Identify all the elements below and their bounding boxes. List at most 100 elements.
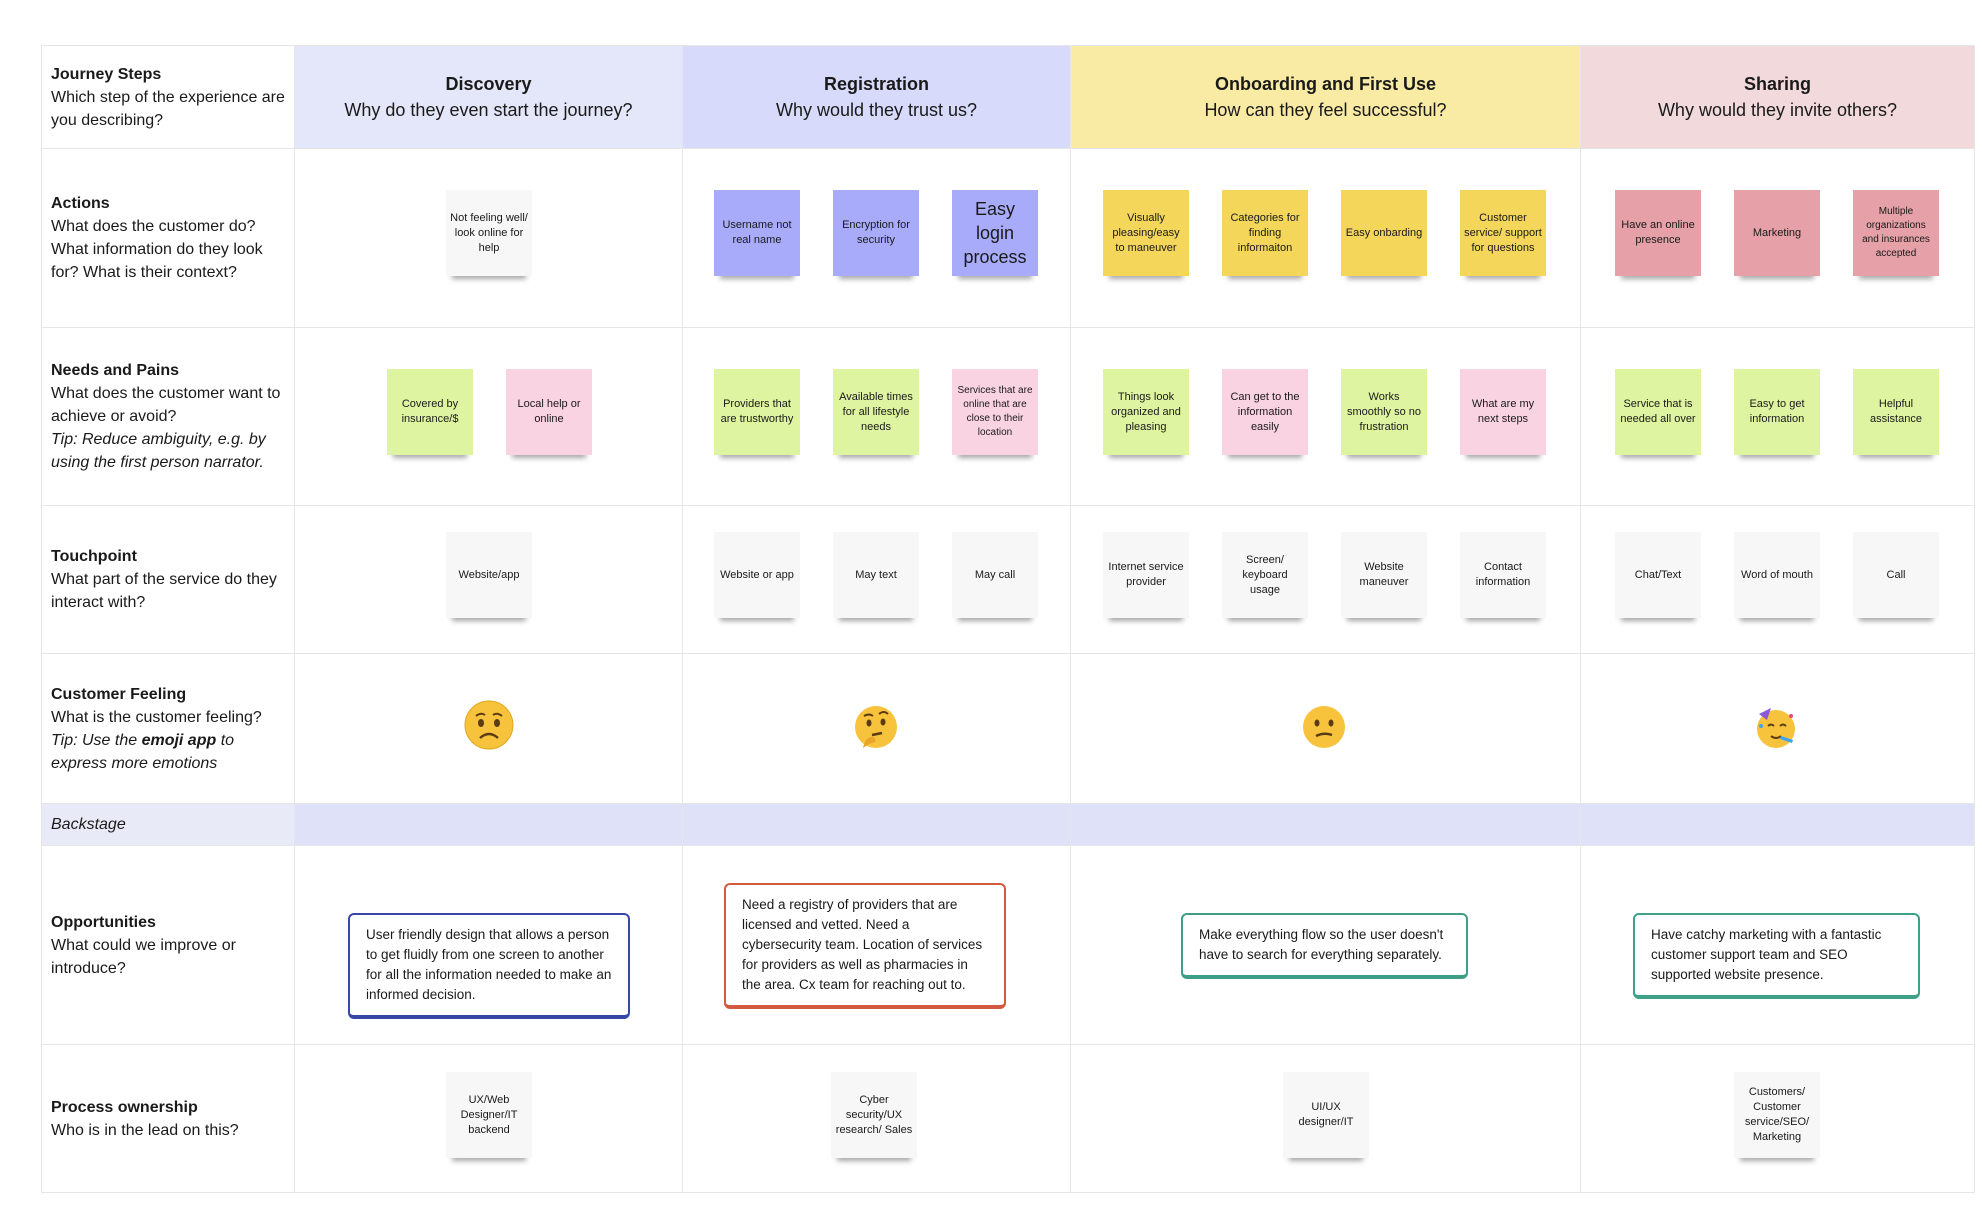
opportunity-cell-registration — [683, 846, 1071, 1044]
sticky-note[interactable]: Categories for finding informaiton — [1222, 190, 1308, 276]
row-title: Touchpoint — [51, 548, 137, 565]
row-title: Backstage — [51, 816, 126, 833]
sticky-note[interactable]: Word of mouth — [1734, 532, 1820, 618]
stage-question: How can they feel successful? — [1204, 100, 1447, 120]
opportunity-card[interactable]: User friendly design that allows a perso… — [348, 913, 630, 1019]
opportunity-card[interactable]: Need a registry of providers that are li… — [724, 883, 1006, 1009]
sticky-note[interactable]: May text — [833, 532, 919, 618]
tip-text: to express more emotions — [51, 731, 235, 772]
ownership-cell-sharing — [1581, 1045, 1975, 1192]
sticky-note[interactable]: Things look organized and pleasing — [1103, 369, 1189, 455]
sticky-note[interactable]: UX/Web Designer/IT backend — [446, 1072, 532, 1158]
opportunity-card[interactable]: Have catchy marketing with a fantastic c… — [1633, 913, 1920, 999]
row-description: What could we improve or introduce? — [51, 936, 236, 977]
partying-face-icon[interactable] — [1753, 704, 1799, 750]
sticky-note[interactable]: Website or app — [714, 532, 800, 618]
feeling-cell-discovery — [295, 654, 683, 803]
sticky-note[interactable]: Easy to get information — [1734, 369, 1820, 455]
sticky-note[interactable]: Website maneuver — [1341, 532, 1427, 618]
backstage-row: Backstage — [41, 804, 1975, 846]
row-label: Customer Feeling What is the customer fe… — [41, 654, 295, 803]
stage-title: Discovery — [445, 74, 532, 94]
sticky-note[interactable]: Screen/ keyboard usage — [1222, 532, 1308, 618]
worried-face-icon[interactable] — [463, 699, 515, 751]
sticky-note[interactable]: Services that are online that are close … — [952, 369, 1038, 455]
actions-cell-registration — [683, 149, 1071, 327]
sticky-note[interactable]: Providers that are trustworthy — [714, 369, 800, 455]
row-title: Opportunities — [51, 913, 156, 931]
touchpoint-cell-registration — [683, 506, 1071, 653]
actions-cell-sharing — [1581, 149, 1975, 327]
stage-header-onboarding[interactable]: Onboarding and First Use How can they fe… — [1071, 46, 1581, 148]
row-description: What does the customer do? What informat… — [51, 218, 263, 281]
sticky-note[interactable]: Works smoothly so no frustration — [1341, 369, 1427, 455]
row-label: Actions What does the customer do? What … — [41, 149, 295, 327]
sticky-note[interactable]: Chat/Text — [1615, 532, 1701, 618]
sticky-note[interactable]: May call — [952, 532, 1038, 618]
sticky-note[interactable]: Not feeling well/ look online for help — [446, 190, 532, 276]
sticky-note[interactable]: Can get to the information easily — [1222, 369, 1308, 455]
row-label: Opportunities What could we improve or i… — [41, 846, 295, 1044]
sticky-note[interactable]: Website/app — [446, 532, 532, 618]
process-ownership-row: Process ownership Who is in the lead on … — [41, 1045, 1975, 1193]
sticky-note[interactable]: Contact information — [1460, 532, 1546, 618]
sticky-note[interactable]: Encryption for security — [833, 190, 919, 276]
sticky-note[interactable]: What are my next steps — [1460, 369, 1546, 455]
sticky-note[interactable]: Helpful assistance — [1853, 369, 1939, 455]
stage-title: Registration — [823, 74, 929, 94]
stage-question: Why would they invite others? — [1657, 100, 1898, 120]
row-title: Journey Steps — [51, 65, 162, 83]
actions-cell-onboarding — [1071, 149, 1581, 327]
thinking-face-icon[interactable] — [853, 704, 899, 750]
stage-question: Why do they even start the journey? — [344, 100, 633, 120]
sticky-note[interactable]: Internet service provider — [1103, 532, 1189, 618]
ownership-cell-registration — [683, 1045, 1071, 1192]
sticky-note[interactable]: Available times for all lifestyle needs — [833, 369, 919, 455]
sticky-note[interactable]: Have an online presence — [1615, 190, 1701, 276]
sticky-note[interactable]: Service that is needed all over — [1615, 369, 1701, 455]
sticky-note[interactable]: Easy login process — [952, 190, 1038, 276]
emoji-app-link[interactable]: emoji app — [141, 731, 217, 749]
opportunity-cell-onboarding — [1071, 846, 1581, 1044]
row-description: What part of the service do they interac… — [51, 571, 277, 611]
sticky-note[interactable]: Customer service/ support for questions — [1460, 190, 1546, 276]
sticky-note[interactable]: Easy onbarding — [1341, 190, 1427, 276]
row-tip: Tip: Reduce ambiguity, e.g. by using the… — [51, 431, 266, 471]
sticky-note[interactable]: Multiple organizations and insurances ac… — [1853, 190, 1939, 276]
stage-title: Sharing — [1743, 74, 1811, 94]
row-title: Process ownership — [51, 1098, 198, 1116]
stage-header-sharing[interactable]: Sharing Why would they invite others? — [1581, 46, 1975, 148]
stage-header-discovery[interactable]: Discovery Why do they even start the jou… — [295, 46, 683, 148]
touchpoint-row: Touchpoint What part of the service do t… — [41, 506, 1975, 654]
sticky-note[interactable]: Visually pleasing/easy to maneuver — [1103, 190, 1189, 276]
sticky-note[interactable]: Username not real name — [714, 190, 800, 276]
sticky-note[interactable]: Cyber security/UX research/ Sales — [831, 1072, 917, 1158]
touchpoint-cell-sharing — [1581, 506, 1975, 653]
feeling-cell-onboarding — [1071, 654, 1581, 803]
touchpoint-cell-discovery — [295, 506, 683, 653]
row-description: What is the customer feeling? — [51, 708, 262, 726]
row-description: What does the customer want to achieve o… — [51, 385, 281, 425]
touchpoint-cell-onboarding — [1071, 506, 1581, 653]
needs-cell-onboarding — [1071, 328, 1581, 505]
opportunity-card[interactable]: Make everything flow so the user doesn't… — [1181, 913, 1468, 979]
row-description: Who is in the lead on this? — [51, 1121, 239, 1139]
journey-map-board: Journey Steps Which step of the experien… — [41, 45, 1975, 1193]
row-label: Process ownership Who is in the lead on … — [41, 1045, 295, 1192]
needs-cell-discovery — [295, 328, 683, 505]
backstage-cell — [1581, 804, 1975, 845]
sticky-note[interactable]: Covered by insurance/$ — [387, 369, 473, 455]
sticky-note[interactable]: Local help or online — [506, 369, 592, 455]
ownership-cell-discovery — [295, 1045, 683, 1192]
sticky-note[interactable]: Marketing — [1734, 190, 1820, 276]
sticky-note[interactable]: Customers/ Customer service/SEO/ Marketi… — [1734, 1072, 1820, 1158]
stage-title: Onboarding and First Use — [1214, 74, 1437, 94]
row-title: Customer Feeling — [51, 685, 187, 703]
feeling-cell-sharing — [1581, 654, 1975, 803]
sticky-note[interactable]: UI/UX designer/IT — [1283, 1072, 1369, 1158]
confused-face-icon[interactable] — [1301, 704, 1347, 750]
journey-steps-row: Journey Steps Which step of the experien… — [41, 46, 1975, 149]
sticky-note[interactable]: Call — [1853, 532, 1939, 618]
stage-header-registration[interactable]: Registration Why would they trust us? — [683, 46, 1071, 148]
row-title: Actions — [51, 195, 110, 212]
